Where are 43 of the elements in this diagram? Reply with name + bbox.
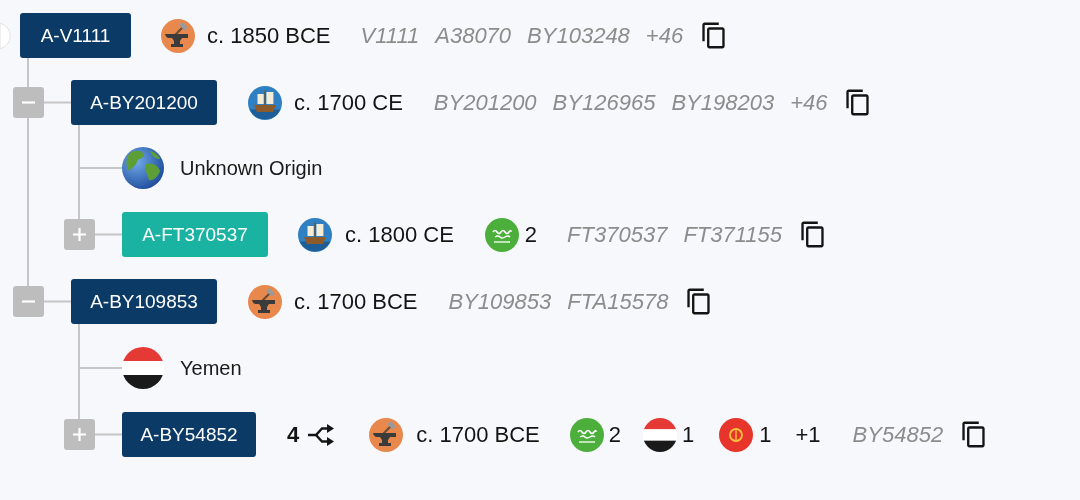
tree-connector: [93, 433, 123, 436]
variant-code: FTA15578: [567, 288, 669, 315]
count-text: 2: [608, 421, 621, 448]
tree-connector: [42, 101, 72, 104]
date-text: c. 1700 BCE: [416, 421, 540, 448]
origin-name: Yemen: [180, 356, 242, 380]
tree-connector: [93, 233, 123, 236]
tree-connector: [42, 300, 72, 303]
count-text: 1: [682, 421, 695, 448]
variant-code: BY103248: [527, 22, 630, 49]
count-text: +1: [795, 421, 821, 448]
tree-connector: [78, 124, 80, 220]
variant-code: FT370537: [567, 221, 668, 248]
count-text: 2: [524, 221, 538, 248]
branch-box: A-BY54852: [122, 412, 256, 457]
variant-code: BY198203: [671, 89, 775, 116]
date-text: c. 1850 BCE: [207, 22, 331, 49]
branch-box: A-V1111: [20, 13, 131, 58]
variant-code: BY201200: [433, 89, 537, 116]
variant-code: V1111: [360, 22, 420, 49]
variant-code: BY54852: [852, 421, 944, 448]
tree-connector: [27, 117, 29, 287]
count-text: 1: [759, 421, 772, 448]
origin-name: Unknown Origin: [180, 156, 323, 180]
variant-code: +46: [790, 89, 828, 116]
variant-code: BY109853: [448, 288, 552, 315]
count-text: 4: [287, 421, 300, 448]
minus-icon: [12, 286, 44, 317]
branch-box: A-FT370537: [122, 212, 268, 257]
variant-code: FT371155: [683, 221, 783, 248]
date-text: c. 1700 BCE: [294, 288, 418, 315]
variant-code: A38070: [435, 22, 512, 49]
date-text: c. 1700 CE: [294, 89, 403, 116]
plus-icon: [63, 419, 95, 450]
date-text: c. 1800 CE: [345, 221, 454, 248]
tree-connector: [78, 323, 80, 420]
plus-icon: [63, 219, 95, 250]
variant-code: +46: [645, 22, 684, 49]
minus-icon: [12, 87, 44, 118]
variant-code: BY126965: [552, 89, 656, 116]
branch-box: A-BY109853: [71, 279, 217, 324]
tree-connector: [27, 57, 29, 88]
branch-box: A-BY201200: [71, 80, 217, 125]
